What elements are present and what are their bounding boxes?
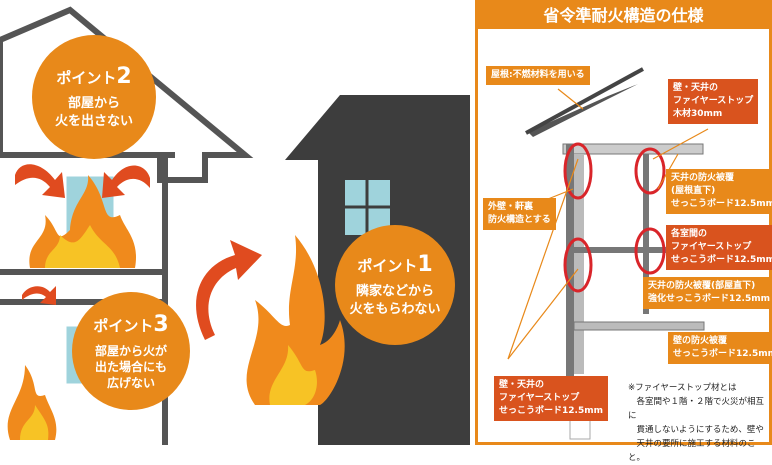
label-roof: 屋根:不燃材料を用いる: [486, 66, 590, 85]
point-label: ポイント: [93, 316, 154, 335]
point-text: 部屋から 火を出さない: [54, 95, 133, 129]
label-wall-cover: 壁の防火被覆 せっこうボード12.5mm: [668, 332, 772, 364]
point-2-badge: ポイント2 部屋から 火を出さない: [32, 35, 156, 159]
point-number: 1: [417, 251, 433, 277]
arrow-icon: [15, 164, 262, 340]
panel-title: 省令準耐火構造の仕様: [478, 3, 769, 29]
point-3-badge: ポイント3 部屋から火が 出た場合にも 広げない: [72, 292, 190, 410]
label-ceiling-room: 天井の防火被覆(部屋直下) 強化せっこうボード12.5mm: [643, 277, 772, 309]
point-label: ポイント: [357, 256, 418, 275]
spec-panel: 省令準耐火構造の仕様 屋根:不燃材料を用いる 壁・天井の ファイヤーストップ 木…: [475, 0, 772, 463]
label-firestop-wood: 壁・天井の ファイヤーストップ 木材30mm: [668, 79, 759, 124]
point-1-badge: ポイント1 隣家などから 火をもらわない: [335, 225, 455, 345]
label-firestop-room: 各室間の ファイヤーストップ せっこうボード12.5mm: [666, 225, 772, 270]
fire-icon: [7, 175, 345, 440]
point-number: 2: [116, 63, 132, 89]
label-ceiling-roof: 天井の防火被覆 (屋根直下) せっこうボード12.5mm: [666, 169, 772, 214]
point-text: 部屋から火が 出た場合にも 広げない: [94, 343, 167, 390]
label-firestop-board: 壁・天井の ファイヤーストップ せっこうボード12.5mm: [494, 376, 608, 421]
label-exterior-wall: 外壁・軒裏 防火構造とする: [483, 198, 556, 230]
point-text: 隣家などから 火をもらわない: [349, 283, 441, 317]
point-number: 3: [153, 311, 169, 337]
firestop-note: ※ファイヤーストップ材とは 各室間や１階・２階で火災が相互に 貫通しないようにす…: [628, 383, 765, 463]
point-label: ポイント: [56, 68, 117, 87]
